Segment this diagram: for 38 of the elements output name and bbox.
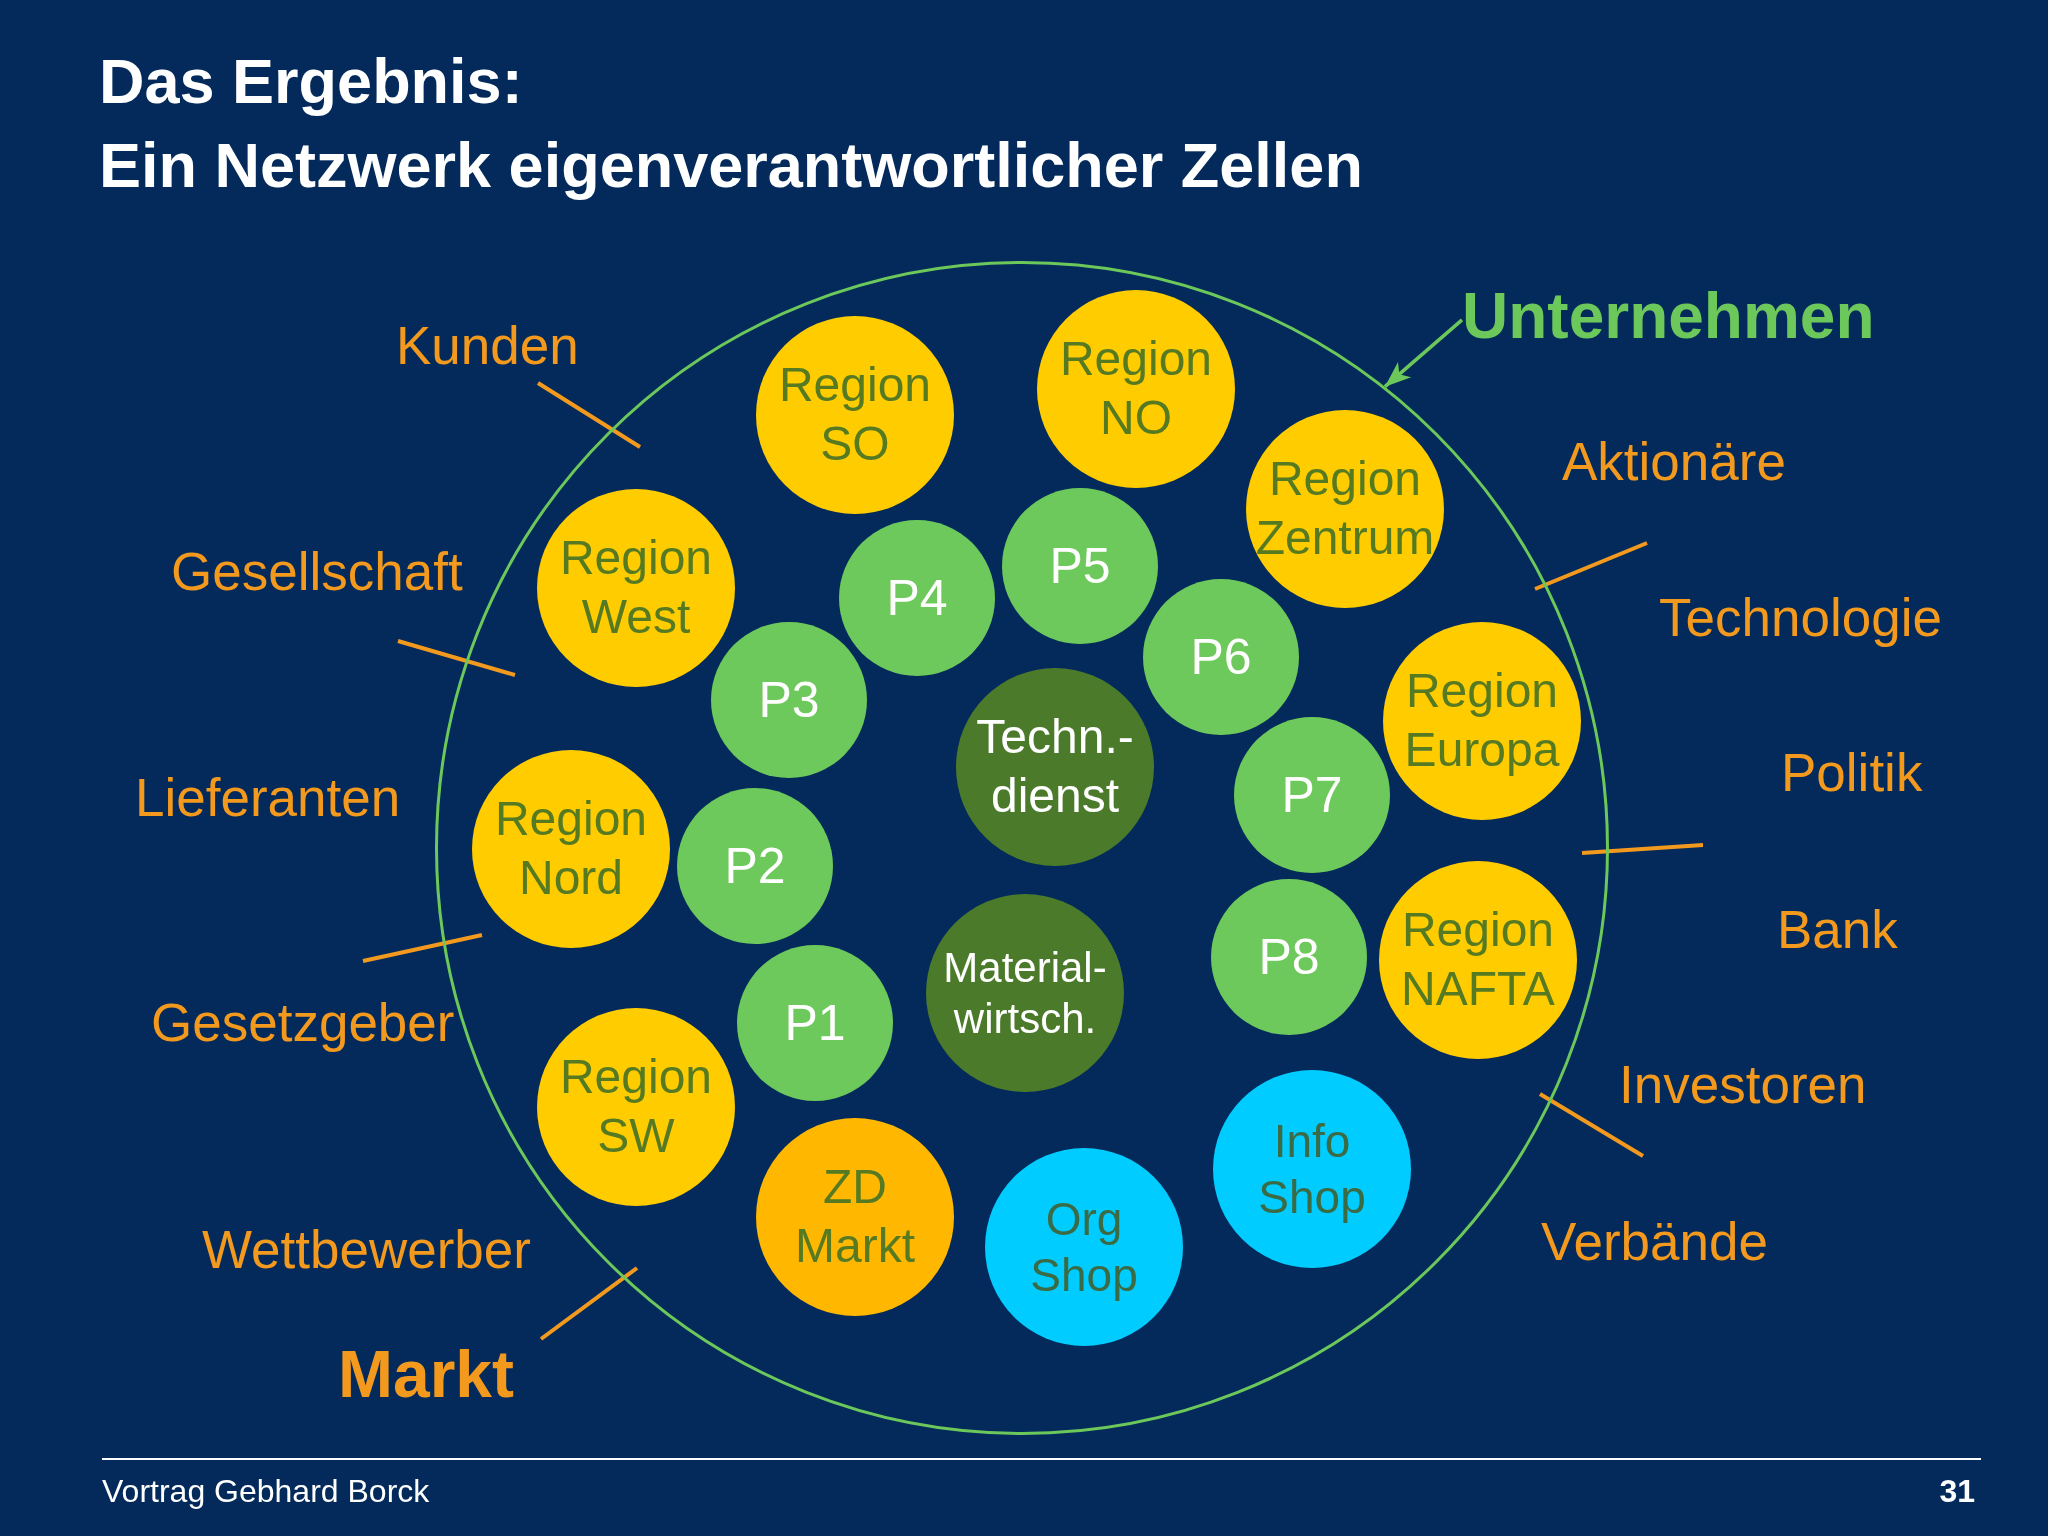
stakeholder-label: Aktionäre bbox=[1562, 431, 1786, 494]
cell-label: Region NAFTA bbox=[1400, 902, 1556, 1017]
cell-label: Info Shop bbox=[1257, 1113, 1367, 1225]
slide-title: Das Ergebnis: Ein Netzwerk eigenverantwortlicher Zellen bbox=[99, 45, 1363, 202]
stakeholder-label: Technologie bbox=[1659, 587, 1942, 650]
stakeholder-label: Kunden bbox=[396, 315, 579, 378]
cell-label: Region Zentrum bbox=[1254, 451, 1436, 566]
area-heading: Markt bbox=[338, 1336, 515, 1414]
cell-label: Region NO bbox=[1058, 331, 1214, 446]
footer-text: Vortrag Gebhard Borck bbox=[102, 1471, 430, 1511]
cell-label: Region SW bbox=[558, 1049, 714, 1164]
cell-label: P4 bbox=[886, 568, 948, 628]
cell-label: Region SO bbox=[777, 357, 933, 472]
stakeholder-label: Verbände bbox=[1541, 1211, 1768, 1274]
cell-label: Org Shop bbox=[1029, 1191, 1139, 1303]
cell-label: Region Europa bbox=[1403, 663, 1561, 778]
stakeholder-label: Gesetzgeber bbox=[151, 992, 455, 1055]
stakeholder-label: Lieferanten bbox=[135, 767, 401, 830]
cell-label: P7 bbox=[1281, 765, 1343, 825]
cell-label: P2 bbox=[724, 836, 786, 896]
stakeholder-label: Gesellschaft bbox=[171, 541, 463, 604]
cell-label: P3 bbox=[758, 670, 820, 730]
cell-label: Region West bbox=[558, 530, 714, 645]
cell-label: Region Nord bbox=[493, 791, 649, 906]
stakeholder-label: Wettbewerber bbox=[202, 1219, 531, 1282]
cell-label: P8 bbox=[1258, 927, 1320, 987]
page-number: 31 bbox=[1939, 1471, 1975, 1511]
callout-label: Unternehmen bbox=[1462, 277, 1875, 355]
cell-label: P1 bbox=[784, 993, 846, 1053]
stakeholder-label: Investoren bbox=[1619, 1054, 1867, 1117]
cell-label: Material- wirtsch. bbox=[942, 942, 1108, 1044]
cell-label: P5 bbox=[1049, 536, 1111, 596]
callout-arrow bbox=[1383, 318, 1464, 388]
stakeholder-label: Politik bbox=[1781, 742, 1923, 805]
cell-label: P6 bbox=[1190, 627, 1252, 687]
cell-label: ZD Markt bbox=[794, 1159, 916, 1274]
cell-label: Techn.- dienst bbox=[975, 709, 1135, 824]
stakeholder-label: Bank bbox=[1777, 899, 1898, 962]
